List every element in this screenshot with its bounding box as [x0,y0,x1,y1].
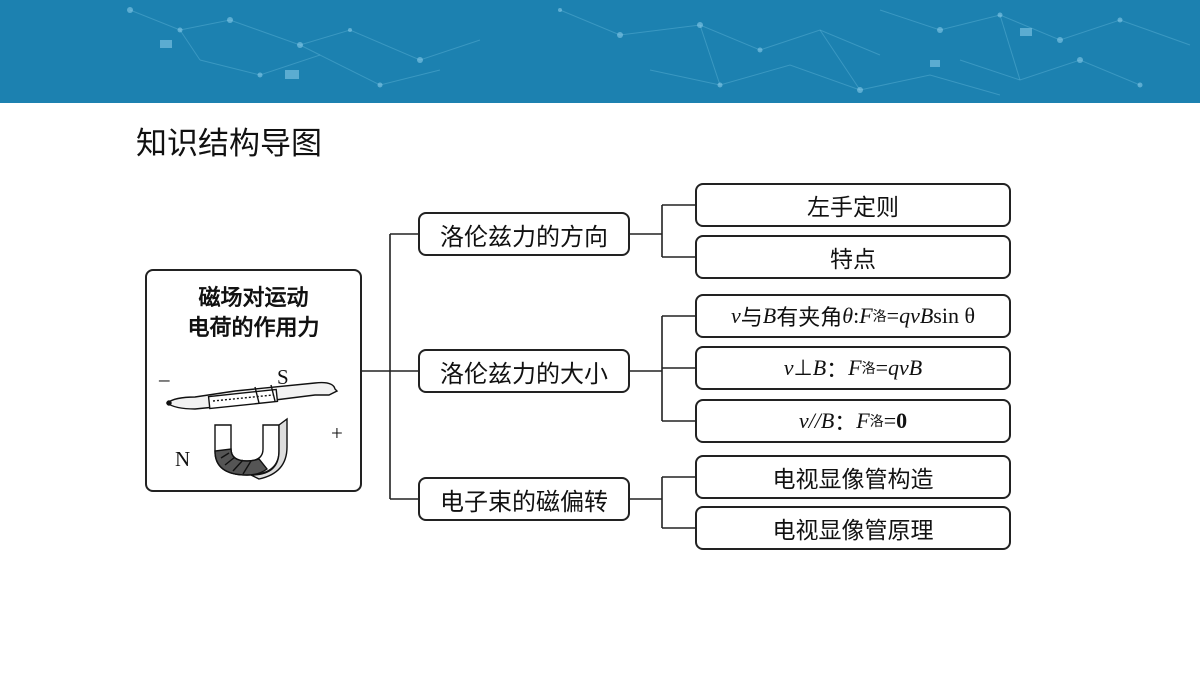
branch-lorentz-direction: 洛伦兹力的方向 [418,212,630,256]
text-angle: 有夹角 [776,305,843,330]
text-with: 与 [740,305,763,330]
leaf-tv-tube-principle: 电视显像管原理 [695,506,1011,550]
cathode-ray-tube-magnet-illustration [165,381,339,480]
symbol-B: B [812,355,827,380]
symbol-v: v [783,355,794,380]
root-node: 磁场对运动 电荷的作用力 – S N + [145,269,362,492]
equals: = [875,355,889,380]
colon: ： [826,357,849,382]
symbol-v: v [731,303,741,328]
subscript-lorentz: 洛 [861,362,876,377]
symbol-B: B [820,408,835,433]
perp-symbol: ⊥ [793,355,813,380]
symbol-F: F [859,303,873,328]
symbol-B2: B [919,303,934,328]
symbol-F: F [856,408,870,433]
colon: ： [834,410,857,435]
symbol-q: q [888,355,900,380]
root-title-line2: 电荷的作用力 [187,315,320,341]
equals: = [886,303,900,328]
north-pole-label: N [175,447,191,471]
leaf-tv-tube-structure: 电视显像管构造 [695,455,1011,499]
branch-electron-beam-deflection: 电子束的磁偏转 [418,477,630,521]
subscript-lorentz: 洛 [872,310,887,325]
minus-label: – [159,367,170,391]
plus-label: + [331,421,343,445]
root-title-line1: 磁场对运动 [198,285,309,311]
leaf-characteristics: 特点 [695,235,1011,279]
subscript-lorentz: 洛 [869,415,884,430]
leaf-left-hand-rule: 左手定则 [695,183,1011,227]
network-pattern-decoration [127,7,1191,96]
symbol-v2: v [899,355,909,380]
symbol-F: F [848,355,862,380]
root-title: 磁场对运动 电荷的作用力 [147,283,360,343]
branch-lorentz-magnitude: 洛伦兹力的大小 [418,349,630,393]
colon: : [853,303,860,328]
sin-theta: sin θ [933,303,975,328]
parallel-symbol: // [808,408,821,433]
symbol-B: B [762,303,777,328]
zero-value: 0 [896,408,908,433]
header-banner [0,0,1200,103]
symbol-theta: θ [842,303,854,328]
symbol-B2: B [908,355,923,380]
south-pole-label: S [277,365,289,389]
page-title: 知识结构导图 [136,126,322,162]
symbol-q: q [899,303,911,328]
symbol-v2: v [910,303,920,328]
symbol-v: v [798,408,809,433]
equals: = [883,408,897,433]
